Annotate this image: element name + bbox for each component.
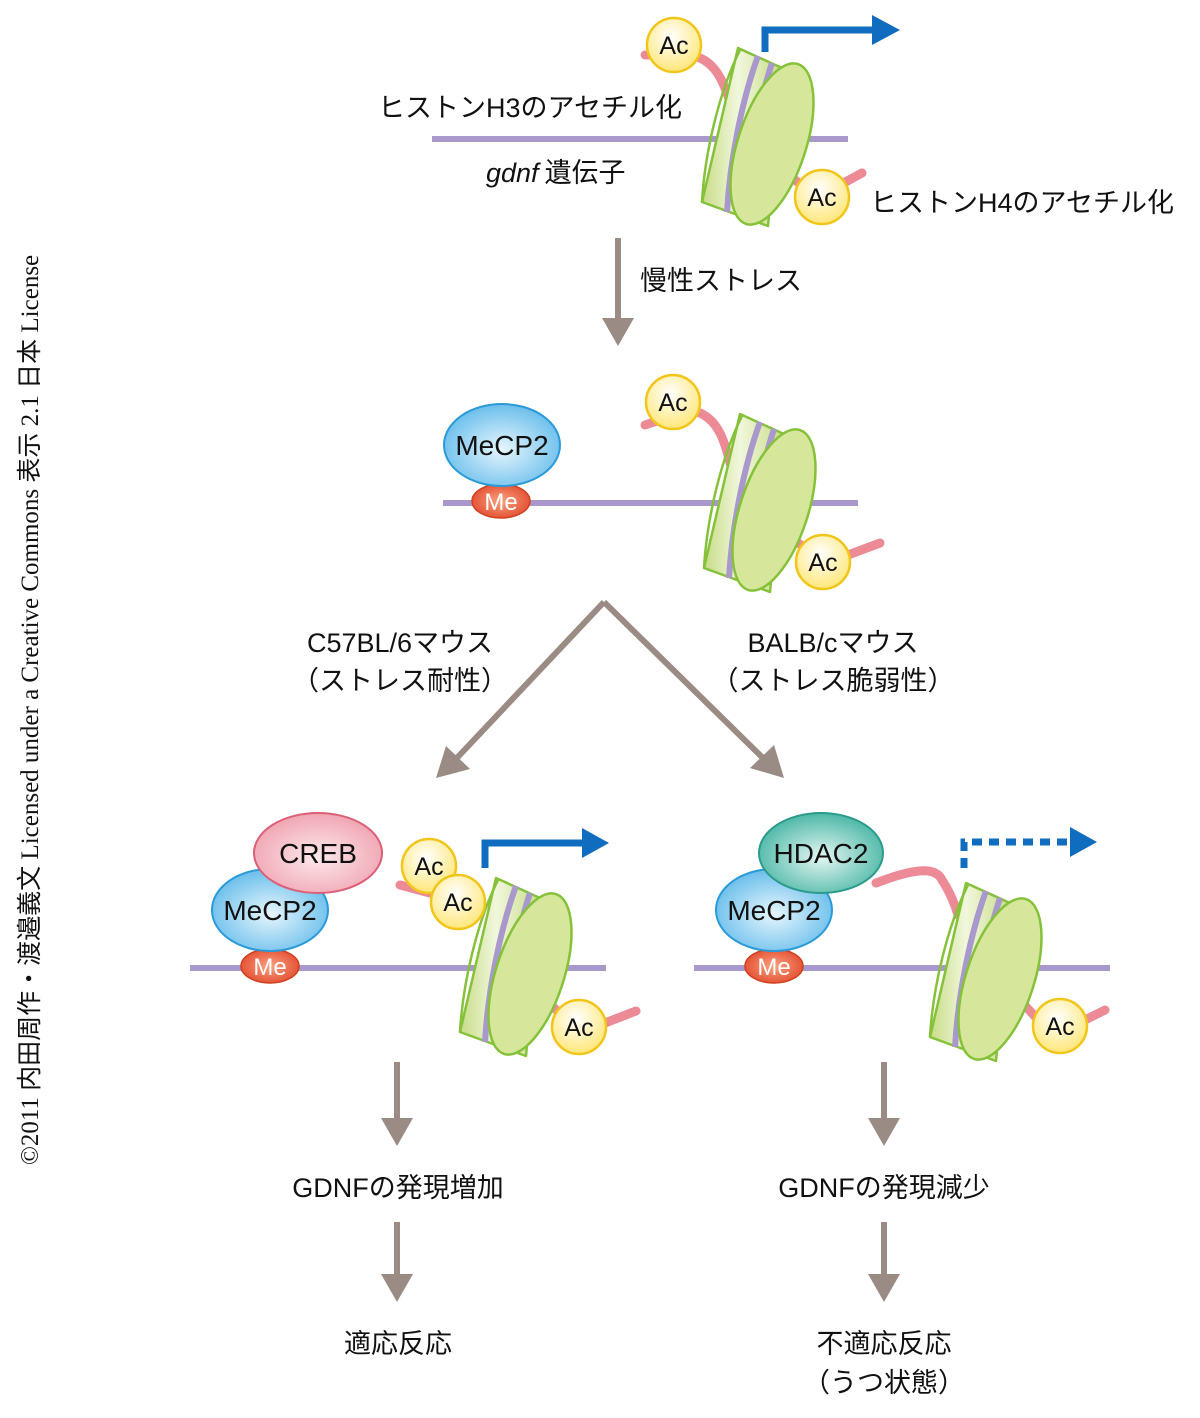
svg-text:Me: Me bbox=[757, 954, 790, 981]
transcription-arrow-active bbox=[481, 839, 585, 868]
methyl-group: Me bbox=[471, 483, 531, 519]
acetyl-group: Ac bbox=[550, 998, 608, 1056]
arrowhead bbox=[872, 15, 900, 45]
flow-arrowhead bbox=[436, 746, 470, 778]
gdnf-expression-increase: GDNFの発現増加 bbox=[292, 1173, 504, 1203]
chronic-stress-label: 慢性ストレス bbox=[640, 266, 802, 296]
hdac2-protein: HDAC2 bbox=[758, 812, 884, 894]
svg-text:Ac: Ac bbox=[807, 184, 836, 212]
transcription-arrow-reduced bbox=[960, 838, 1070, 868]
svg-text:Ac: Ac bbox=[659, 32, 688, 60]
c57bl6-strain-label: C57BL/6マウス bbox=[307, 628, 493, 658]
acetyl-group: Ac bbox=[645, 16, 703, 74]
methyl-group: Me bbox=[240, 948, 300, 984]
right-panel-stress-vulnerable: Ac Me MeCP2 HDAC2 GDNFの発現減少 不適応反応 （うつ状態） bbox=[694, 812, 1110, 1398]
depressive-state: （うつ状態） bbox=[803, 1368, 965, 1398]
methyl-group: Me bbox=[744, 948, 804, 984]
flow-arrowhead bbox=[381, 1118, 413, 1146]
flow-arrowhead bbox=[381, 1274, 413, 1302]
left-panel-stress-resilient: Ac Ac Ac Me MeCP2 CREB GDNFの発現増加 適応反応 bbox=[190, 812, 641, 1359]
acetyl-group: Ac bbox=[429, 873, 487, 931]
acetyl-group: Ac bbox=[794, 533, 852, 591]
flow-arrowhead bbox=[602, 318, 634, 346]
svg-text:Ac: Ac bbox=[443, 889, 472, 917]
creb-protein: CREB bbox=[253, 812, 383, 894]
maladaptive-response: 不適応反応 bbox=[817, 1329, 952, 1359]
svg-text:HDAC2: HDAC2 bbox=[774, 838, 869, 869]
svg-text:Ac: Ac bbox=[414, 853, 443, 881]
flow-arrowhead bbox=[868, 1274, 900, 1302]
svg-text:MeCP2: MeCP2 bbox=[455, 430, 548, 461]
copyright-notice: ©2011 内田周作・渡邉義文 Licensed under a Creativ… bbox=[17, 254, 44, 1166]
transcription-arrow-active bbox=[761, 26, 875, 52]
h3-acetylation-label: ヒストンH3のアセチル化 bbox=[378, 93, 682, 123]
adaptive-response: 適応反応 bbox=[344, 1329, 452, 1359]
svg-text:Ac: Ac bbox=[658, 389, 687, 417]
flow-arrowhead bbox=[750, 745, 784, 778]
balbc-strain-label: BALB/cマウス bbox=[747, 628, 918, 658]
arrowhead bbox=[1070, 827, 1097, 857]
chronic-stress-step: 慢性ストレス bbox=[602, 238, 802, 346]
svg-text:Ac: Ac bbox=[1045, 1013, 1074, 1041]
arrowhead bbox=[582, 828, 609, 858]
h4-acetylation-label: ヒストンH4のアセチル化 bbox=[870, 188, 1174, 218]
acetyl-group: Ac bbox=[644, 373, 702, 431]
svg-text:Ac: Ac bbox=[808, 549, 837, 577]
svg-text:CREB: CREB bbox=[279, 838, 357, 869]
strain-branch: C57BL/6マウス （ストレス耐性） BALB/cマウス （ストレス脆弱性） bbox=[292, 599, 955, 778]
svg-text:Me: Me bbox=[484, 489, 517, 516]
acetyl-group: Ac bbox=[793, 168, 851, 226]
histone-tail bbox=[871, 866, 963, 920]
flow-arrowhead bbox=[868, 1118, 900, 1146]
mecp2-protein: MeCP2 bbox=[443, 403, 561, 487]
acetyl-group: Ac bbox=[1031, 997, 1089, 1055]
svg-text:Me: Me bbox=[253, 954, 286, 981]
svg-text:Ac: Ac bbox=[564, 1014, 593, 1042]
gdnf-expression-decrease: GDNFの発現減少 bbox=[778, 1173, 990, 1203]
svg-text:MeCP2: MeCP2 bbox=[223, 895, 316, 926]
middle-section: Ac Ac Me MeCP2 bbox=[443, 373, 885, 600]
balbc-phenotype-label: （ストレス脆弱性） bbox=[712, 666, 955, 696]
c57bl6-phenotype-label: （ストレス耐性） bbox=[292, 666, 508, 696]
svg-text:MeCP2: MeCP2 bbox=[727, 895, 820, 926]
